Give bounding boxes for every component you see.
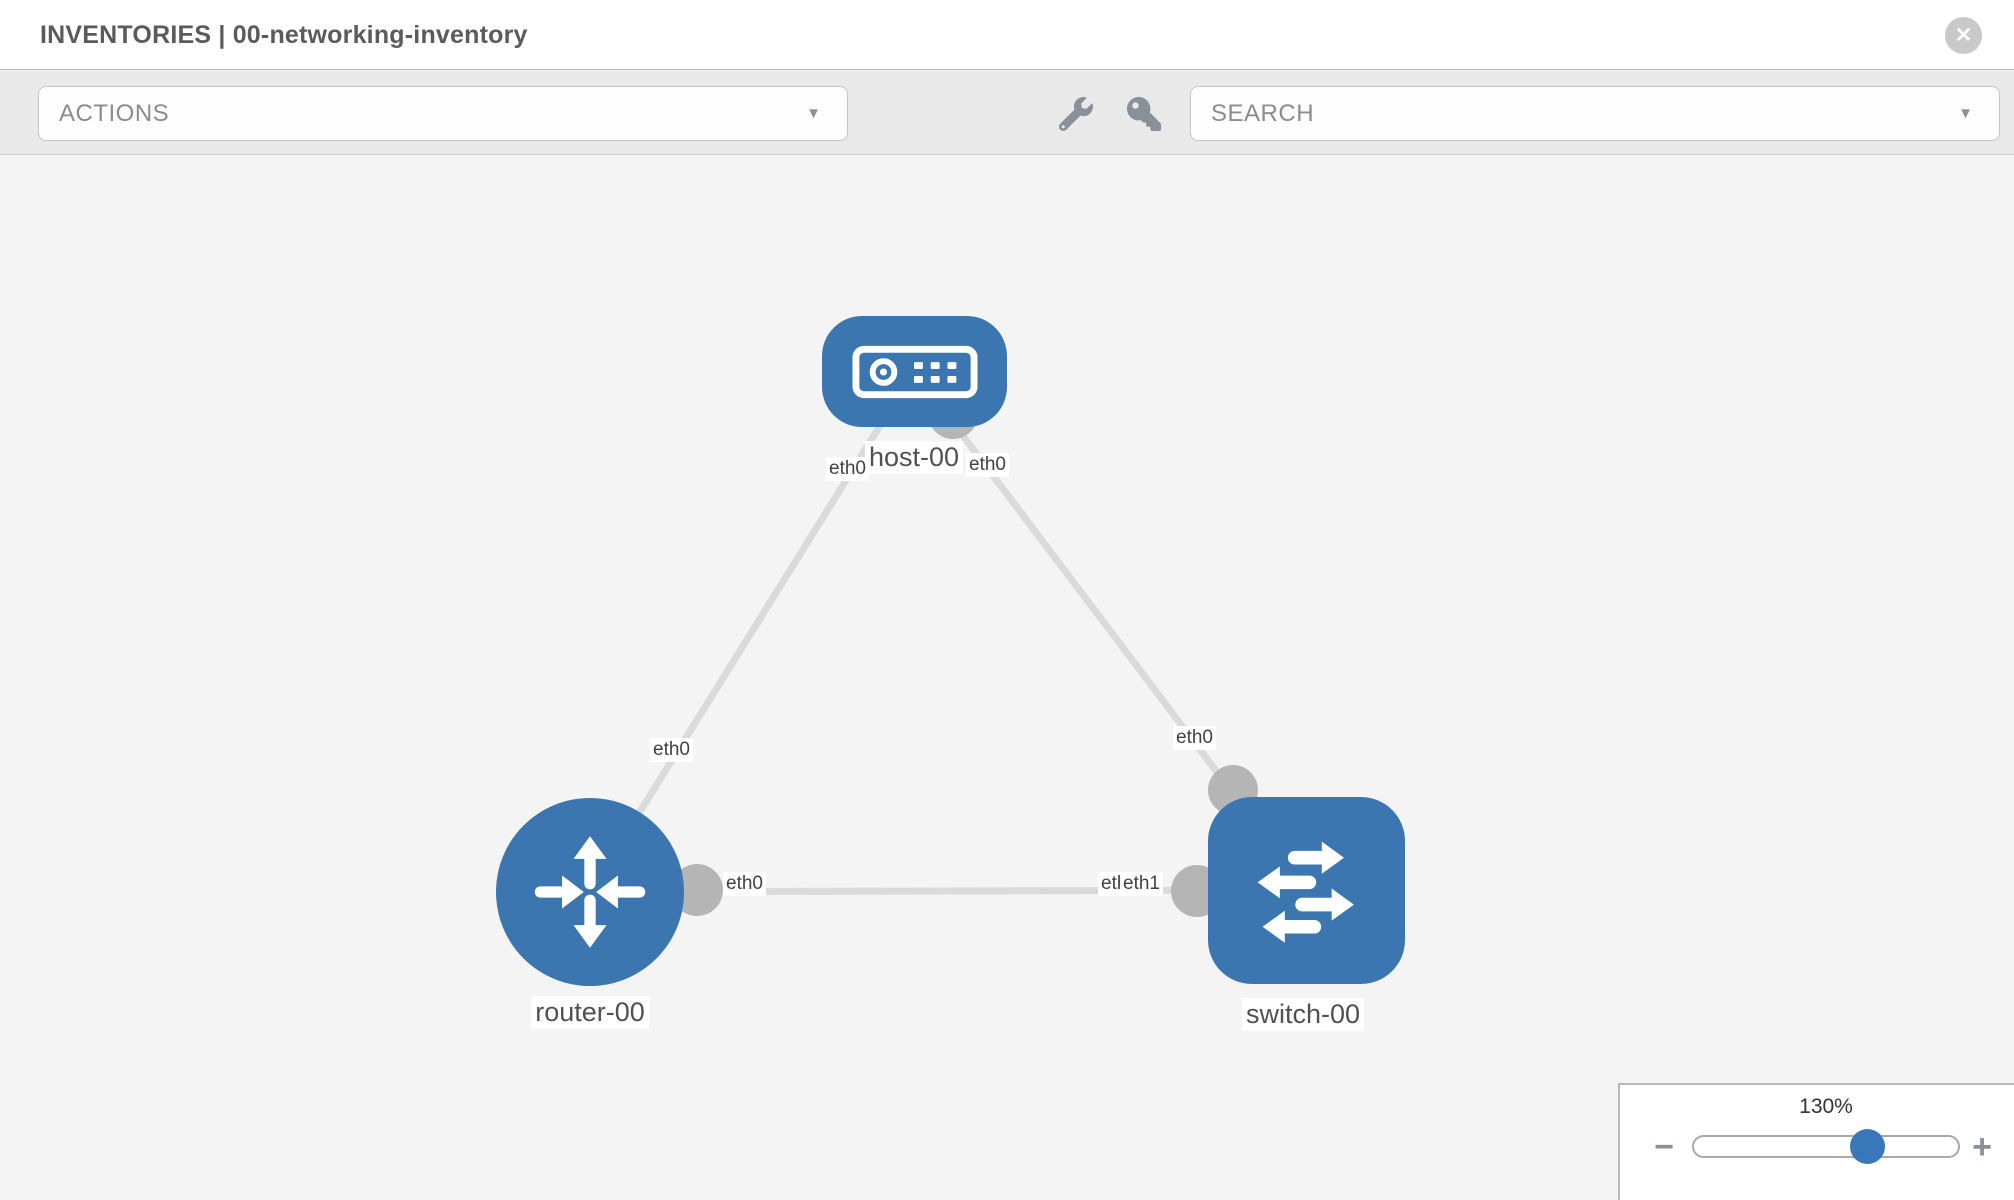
- interface-label-switch-eth0: eth0: [1173, 726, 1216, 750]
- zoom-in-button[interactable]: +: [1962, 1125, 2002, 1169]
- chevron-down-icon: ▼: [806, 105, 821, 122]
- search-dropdown[interactable]: SEARCH ▼: [1190, 86, 2000, 141]
- node-router-00[interactable]: [496, 798, 684, 986]
- interface-label-host-eth0: eth0: [966, 453, 1009, 477]
- actions-dropdown[interactable]: ACTIONS ▼: [38, 86, 848, 141]
- server-icon: [851, 345, 978, 398]
- search-dropdown-label: SEARCH: [1211, 100, 1315, 127]
- key-icon: [1127, 97, 1161, 131]
- title-bar: INVENTORIES | 00-networking-inventory ✕: [0, 0, 2014, 70]
- node-switch-00[interactable]: [1208, 797, 1405, 984]
- key-button[interactable]: [1126, 97, 1162, 131]
- zoom-out-button[interactable]: −: [1644, 1125, 1684, 1169]
- interface-label-switch-eth1: eth1: [1120, 872, 1163, 896]
- plus-icon: +: [1972, 1128, 1992, 1166]
- links-layer: [587, 368, 1309, 917]
- zoom-level-label: 130%: [1799, 1095, 1853, 1118]
- wrench-icon: [1058, 97, 1093, 132]
- page-title: INVENTORIES | 00-networking-inventory: [40, 21, 528, 49]
- router-arrows-icon: [534, 836, 646, 948]
- zoom-slider-thumb[interactable]: [1850, 1129, 1885, 1164]
- zoom-panel: 130% − +: [1618, 1083, 2014, 1200]
- zoom-slider[interactable]: [1692, 1129, 1960, 1164]
- switch-arrows-icon: [1257, 841, 1354, 943]
- close-icon: ✕: [1954, 24, 1973, 47]
- node-label-router-00: router-00: [531, 996, 649, 1029]
- interface-label-host-eth0: eth0: [826, 457, 869, 481]
- toolbar: ACTIONS ▼ SEARCH ▼: [0, 71, 2014, 155]
- interface-bubble: [671, 864, 723, 916]
- node-host-00[interactable]: [822, 316, 1007, 427]
- minus-icon: −: [1654, 1128, 1674, 1166]
- interface-label-router-eth0: eth0: [650, 738, 693, 762]
- node-label-host-00: host-00: [864, 441, 964, 474]
- topology-canvas[interactable]: host-00 router-00 switch-00 eth0 eth0 et…: [0, 155, 2014, 1200]
- actions-dropdown-label: ACTIONS: [59, 100, 170, 127]
- close-button[interactable]: ✕: [1945, 17, 1982, 54]
- wrench-button[interactable]: [1058, 97, 1094, 132]
- node-label-switch-00: switch-00: [1241, 998, 1365, 1031]
- interface-label-router-eth0: eth0: [723, 872, 766, 896]
- chevron-down-icon: ▼: [1958, 105, 1973, 122]
